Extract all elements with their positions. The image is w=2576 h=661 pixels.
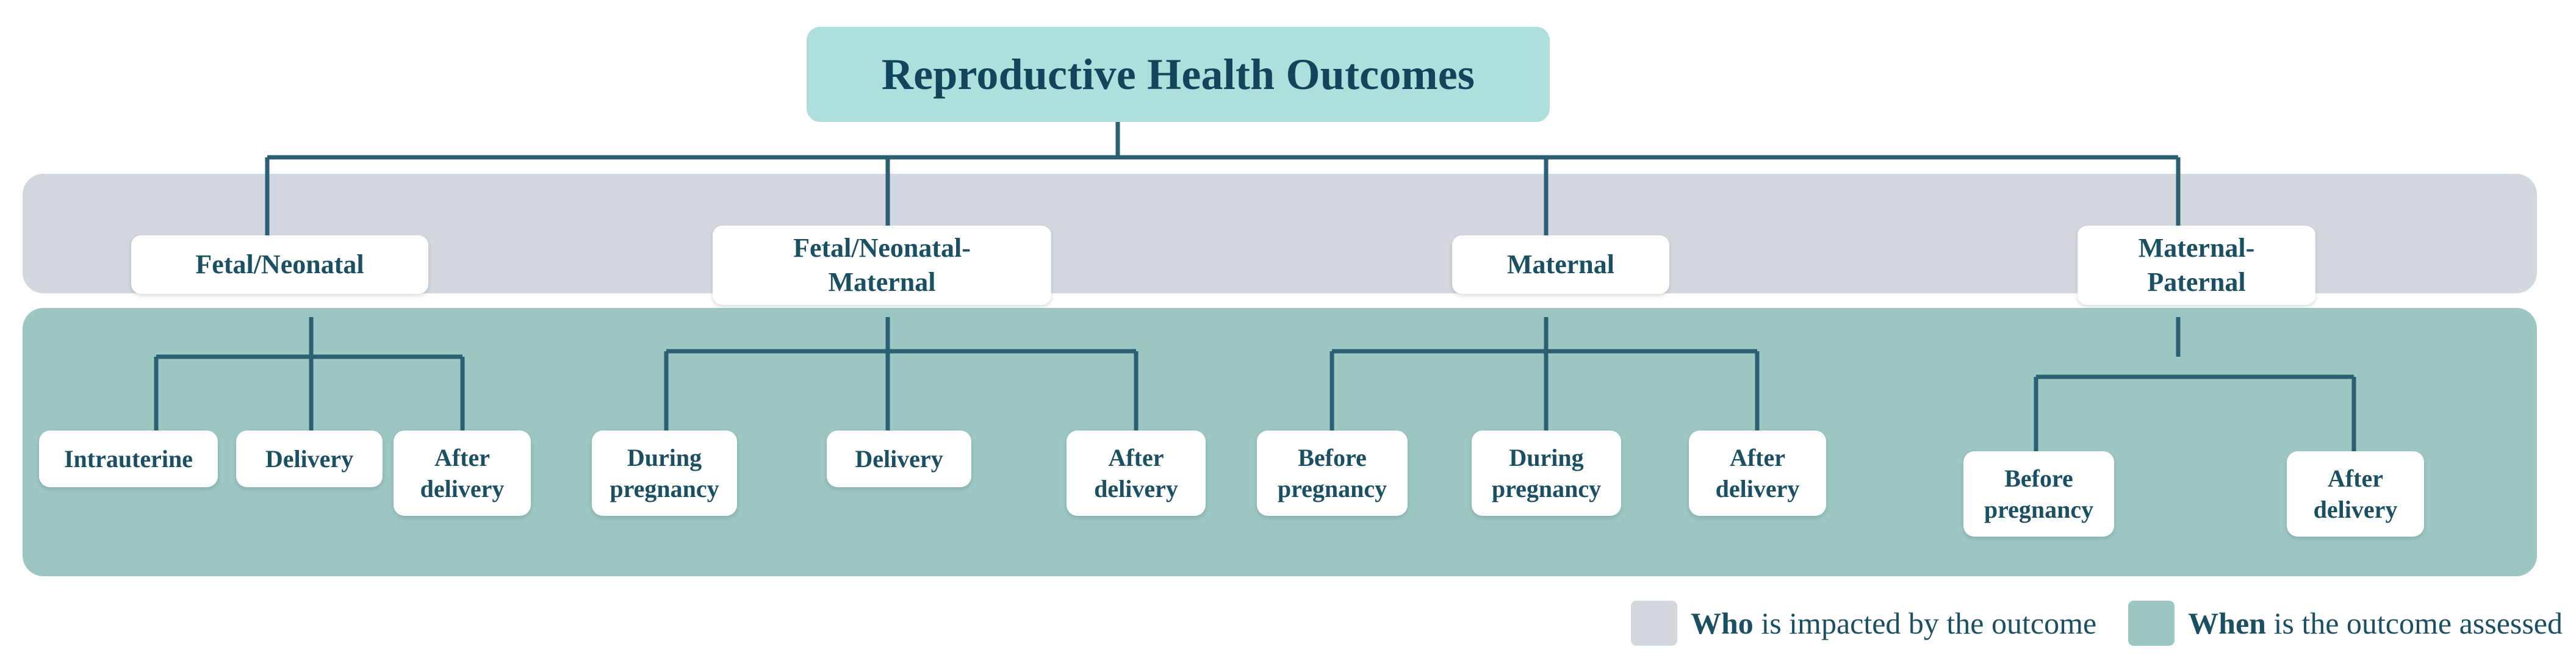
node-fetal-neonatal[interactable]: Fetal/Neonatal: [131, 235, 428, 294]
root-node-reproductive-health-outcomes[interactable]: Reproductive Health Outcomes: [807, 27, 1550, 122]
node-fetal-neonatal-maternal[interactable]: Fetal/Neonatal-Maternal: [713, 226, 1051, 305]
legend-emphasis-who: Who: [1691, 606, 1754, 640]
legend-rest-who: is impacted by the outcome: [1753, 606, 2097, 640]
node-fetal-neonatal-maternal-delivery[interactable]: Delivery: [827, 431, 971, 487]
node-maternal[interactable]: Maternal: [1452, 235, 1669, 294]
legend-label-who: Who is impacted by the outcome: [1691, 606, 2096, 641]
legend-item-who: Who is impacted by the outcome: [1631, 601, 2096, 646]
node-maternal-paternal[interactable]: Maternal-Paternal: [2078, 226, 2315, 305]
node-fetal-neonatal-intrauterine[interactable]: Intrauterine: [39, 431, 218, 487]
legend-label-when: When is the outcome assessed: [2188, 606, 2563, 641]
legend-rest-when: is the outcome assessed: [2265, 606, 2563, 640]
legend-emphasis-when: When: [2188, 606, 2266, 640]
legend-swatch-when: [2128, 601, 2175, 646]
legend-swatch-who: [1631, 601, 1677, 646]
legend: Who is impacted by the outcome When is t…: [1379, 598, 2563, 649]
legend-item-when: When is the outcome assessed: [2128, 601, 2563, 646]
node-fetal-neonatal-delivery[interactable]: Delivery: [236, 431, 383, 487]
